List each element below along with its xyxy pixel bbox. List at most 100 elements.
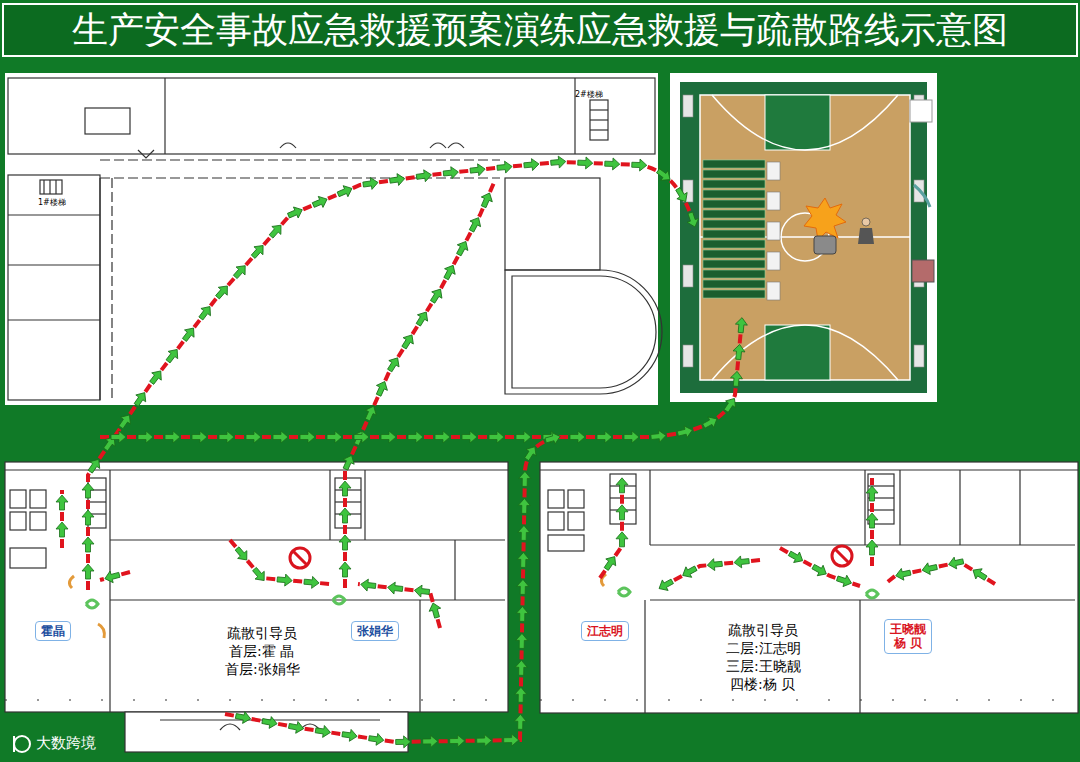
guide-assignment: 首层:张娟华	[225, 661, 300, 677]
route-arrow	[85, 456, 103, 475]
site-plan-part	[590, 129, 608, 130]
upper-floor-plan	[540, 462, 1078, 713]
gymnasium-part	[712, 325, 898, 380]
route-arrow	[116, 412, 134, 431]
evacuation-route-part	[880, 562, 995, 588]
route-arrow	[466, 215, 484, 234]
ground-floor-plan-part	[5, 469, 508, 470]
site-plan-part	[8, 319, 100, 320]
route-arrow	[478, 191, 495, 210]
gymnasium-part	[910, 100, 932, 122]
site-plan-part	[590, 100, 608, 140]
route-arrow	[362, 177, 379, 191]
route-arrow	[277, 573, 293, 586]
route-arrow	[235, 710, 252, 725]
route-arrow	[441, 263, 459, 282]
upper-floor-plan-part	[540, 469, 1078, 470]
route-arrow	[516, 606, 528, 621]
route-arrow	[261, 715, 278, 730]
site-plan-part	[512, 276, 656, 388]
route-arrow	[408, 431, 423, 443]
route-arrow	[676, 424, 693, 439]
route-arrow	[515, 660, 527, 675]
guide-name: 江志明	[587, 624, 623, 638]
site-plan-part	[8, 264, 100, 265]
route-arrow	[522, 443, 540, 462]
gymnasium-part-part	[703, 190, 765, 198]
upper-floor-plan-part	[548, 512, 564, 530]
route-arrow	[311, 194, 330, 211]
gymnasium-part	[683, 95, 924, 367]
route-arrow	[131, 389, 149, 408]
route-arrow	[680, 563, 699, 581]
ground-floor-plan-part	[335, 489, 361, 490]
route-arrow	[970, 565, 989, 583]
guide-assignment: 三层:王晓靓	[726, 658, 801, 674]
route-arrow	[470, 163, 486, 177]
site-plan-part	[55, 180, 56, 194]
ground-floor-plan-part	[335, 478, 361, 528]
route-arrow	[673, 186, 691, 205]
gymnasium-part-part	[703, 270, 765, 278]
route-arrow	[387, 581, 403, 595]
route-arrow	[165, 431, 180, 443]
watermark: 大数跨境	[36, 735, 96, 752]
upper-floor-plan-part	[859, 600, 860, 713]
route-arrow	[231, 262, 250, 281]
route-arrow	[721, 395, 739, 414]
route-arrow	[835, 573, 853, 589]
route-arrow	[396, 736, 411, 748]
route-arrow	[273, 431, 288, 443]
route-arrow	[288, 720, 305, 735]
route-arrow	[82, 537, 94, 552]
gymnasium-part-part	[767, 222, 780, 240]
ground-floor-plan-part	[30, 490, 46, 508]
gymnasium-part-part	[683, 265, 693, 287]
site-plan-part	[505, 270, 662, 394]
route-arrow	[597, 431, 612, 443]
route-arrow	[454, 239, 472, 258]
gymnasium-part	[858, 228, 874, 244]
route-arrow	[163, 346, 182, 365]
route-arrow	[428, 286, 446, 305]
route-arrow	[414, 584, 430, 598]
gymnasium-part-part	[703, 290, 765, 298]
route-arrow	[518, 525, 530, 540]
route-arrow	[213, 282, 232, 301]
route-arrow	[656, 576, 675, 594]
gymnasium-part	[700, 95, 910, 380]
route-arrow	[730, 371, 743, 387]
route-arrow	[300, 431, 315, 443]
route-arrow	[514, 714, 526, 729]
route-arrow	[340, 453, 357, 472]
route-arrow	[517, 579, 529, 594]
route-arrow	[578, 157, 593, 170]
ground-floor-plan-part	[5, 699, 508, 700]
route-arrow	[707, 558, 723, 571]
guide-heading: 疏散引导员	[728, 622, 798, 638]
route-arrow	[516, 431, 531, 443]
gymnasium-part	[814, 236, 836, 254]
site-plan-part	[49, 180, 50, 194]
route-arrow	[435, 431, 450, 443]
route-arrow	[632, 159, 647, 172]
upper-floor-plan-part	[650, 544, 1075, 545]
stair-label: 1#楼梯	[38, 198, 66, 207]
route-arrow	[373, 379, 390, 398]
evacuation-route	[62, 162, 995, 742]
site-plan-part	[138, 143, 464, 158]
upper-floor-plan-part	[568, 512, 584, 530]
site-plan-part	[43, 180, 44, 194]
route-arrow	[416, 169, 433, 183]
route-arrow	[192, 431, 207, 443]
route-arrow	[267, 221, 286, 240]
route-arrow	[103, 569, 121, 584]
route-arrow	[616, 505, 628, 520]
site-plan-part	[8, 175, 100, 400]
route-arrow	[56, 522, 68, 537]
gymnasium-part	[914, 185, 930, 207]
upper-floor-plan-part	[650, 599, 1075, 600]
route-arrow	[477, 734, 492, 746]
route-arrow	[866, 486, 878, 501]
